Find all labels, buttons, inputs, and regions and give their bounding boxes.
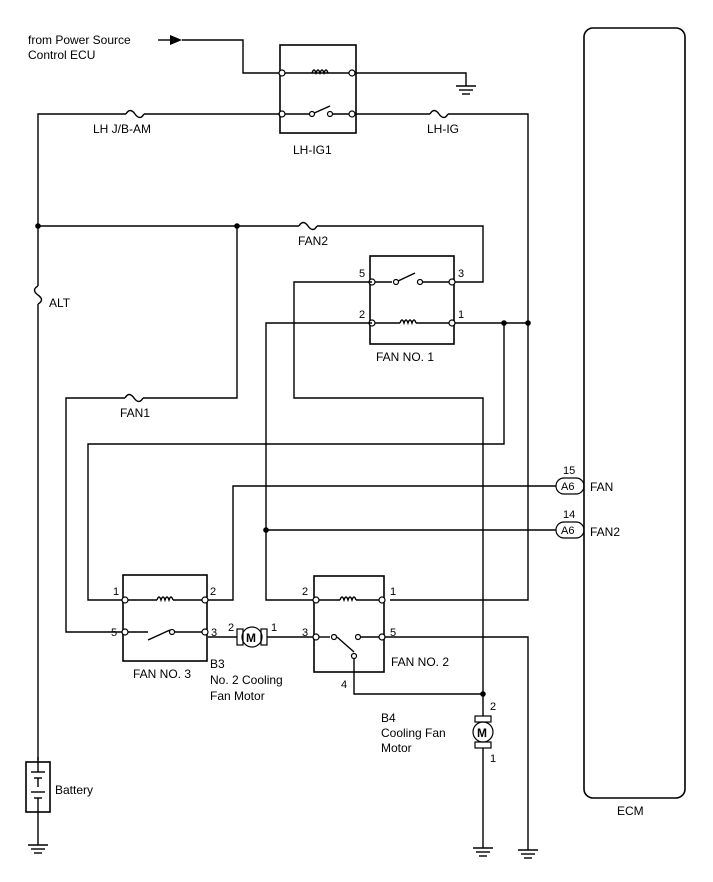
- ground-icon: [473, 847, 493, 857]
- motor-b4: M 2 1 B4 Cooling Fan Motor: [381, 698, 496, 848]
- pin-label: 2: [490, 701, 496, 713]
- fuse-label-fan2: FAN2: [298, 234, 328, 248]
- pin-label: 1: [390, 586, 396, 598]
- connector-label: A6: [561, 481, 574, 493]
- pin-label: 2: [210, 586, 216, 598]
- fuse-icon: [125, 109, 145, 119]
- ground-icon: [518, 849, 538, 859]
- battery-label: Battery: [55, 783, 93, 797]
- pin-label: 1: [490, 753, 496, 765]
- motor-code: B3: [210, 657, 225, 671]
- coil-icon: [339, 596, 357, 603]
- fuse-icon: [33, 285, 43, 305]
- motor-b3: M 2 1 B3 No. 2 Cooling Fan Motor: [208, 622, 316, 703]
- fuse-icon: [124, 393, 144, 403]
- pin-label: 3: [458, 268, 464, 280]
- source-label-line1: from Power Source: [28, 33, 131, 47]
- motor-code: B4: [381, 711, 396, 725]
- coil-icon: [156, 596, 174, 603]
- source-label-line2: Control ECU: [28, 48, 95, 62]
- fuse-label-fan1: FAN1: [120, 406, 150, 420]
- pin-label: 1: [271, 622, 277, 634]
- ecm-fan2-signal-label: FAN2: [590, 525, 620, 539]
- wire-fan1-pin2: [265, 322, 372, 601]
- pin-label: 3: [302, 627, 308, 639]
- fuse-icon: [429, 109, 449, 119]
- pin-label: 2: [302, 586, 308, 598]
- main-supply-line: LH J/B-AM LH-IG: [37, 109, 529, 601]
- power-source-signal: from Power Source Control ECU: [28, 33, 282, 74]
- connector-a6-fan: A6 15 FAN: [555, 465, 613, 495]
- pin-label: 5: [359, 268, 365, 280]
- relay-fan-no3: 1 2 5 3 FAN NO. 3: [111, 574, 217, 681]
- switch-icon: [395, 272, 416, 283]
- relay-label: FAN NO. 3: [133, 667, 191, 681]
- ground-icon: [355, 72, 476, 95]
- pin-label: 14: [563, 509, 575, 521]
- relay-fan-no1: 5 3 2 1 FAN NO. 1: [359, 255, 464, 364]
- wire-fan3-pin1: [87, 323, 505, 601]
- fan1-fuse-branch: FAN1: [65, 226, 238, 633]
- fuse-label-alt: ALT: [49, 296, 71, 310]
- motor-name-line2: Fan Motor: [210, 689, 265, 703]
- fuse-label-lh-ig: LH-IG: [427, 122, 459, 136]
- switch-icon: [311, 105, 331, 115]
- relay-lh-ig1: LH-IG1: [278, 44, 357, 157]
- motor-name-line1: Cooling Fan: [381, 726, 446, 740]
- pin-label: 3: [211, 627, 217, 639]
- switch-icon: [147, 629, 171, 641]
- ecm-fan-signal-label: FAN: [590, 480, 613, 494]
- relay-label: FAN NO. 1: [376, 350, 434, 364]
- fuse-label-lh-jb-am: LH J/B-AM: [93, 122, 151, 136]
- pin-label: 2: [228, 622, 234, 634]
- switch-icon: [336, 636, 355, 653]
- battery: Battery: [25, 757, 93, 845]
- connector-label: A6: [561, 525, 574, 537]
- pin-label: 15: [563, 465, 575, 477]
- relay-fan-no2: 2 1 3 5 4 FAN NO. 2: [302, 575, 449, 691]
- wire-fan1-pin5: [293, 281, 484, 698]
- ecm-box: ECM: [583, 27, 686, 818]
- fuse-icon: [298, 221, 318, 231]
- coil-icon: [311, 69, 329, 76]
- pin-label: 4: [341, 679, 347, 691]
- motor-name-line1: No. 2 Cooling: [210, 673, 283, 687]
- wire-fan2-pin4: [353, 672, 483, 695]
- pin-label: 1: [458, 309, 464, 321]
- pin-label: 2: [359, 309, 365, 321]
- ecm-label: ECM: [617, 804, 644, 818]
- alt-fuse-branch: ALT: [33, 226, 71, 760]
- connector-a6-fan2: A6 14 FAN2: [555, 509, 620, 539]
- wire-ecm-fan: [205, 485, 556, 601]
- coil-icon: [399, 319, 417, 326]
- motor-name-line2: Motor: [381, 741, 412, 755]
- pin-label: 1: [113, 586, 119, 598]
- motor-icon: M: [246, 631, 256, 645]
- fan2-fuse-branch: FAN2: [35, 221, 484, 283]
- relay-label: FAN NO. 2: [391, 655, 449, 669]
- motor-icon: M: [477, 726, 487, 740]
- pin-label: 5: [111, 627, 117, 639]
- ground-icon: [28, 844, 48, 854]
- relay-label: LH-IG1: [293, 143, 332, 157]
- pin-label: 5: [390, 627, 396, 639]
- arrow-icon: [170, 35, 182, 45]
- wire-fan2-pin5: [385, 636, 529, 850]
